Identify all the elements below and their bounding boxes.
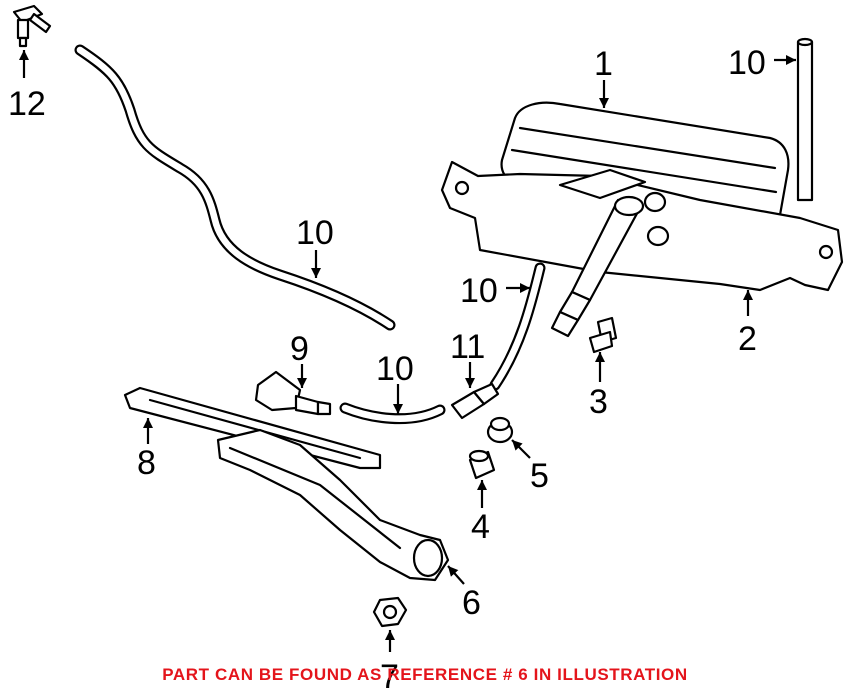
footer-note: PART CAN BE FOUND AS REFERENCE # 6 IN IL… xyxy=(162,665,688,684)
callout-2: 2 xyxy=(738,320,757,358)
callout-12: 12 xyxy=(8,85,46,123)
part-3-bolt xyxy=(588,316,618,354)
callout-arrows xyxy=(19,50,796,652)
callout-10: 10 xyxy=(460,272,498,310)
spindle xyxy=(550,195,645,338)
part-6-wiper-arm xyxy=(216,428,450,582)
callout-9: 9 xyxy=(290,330,309,368)
callout-6: 6 xyxy=(462,584,481,622)
part-7-nut xyxy=(372,596,408,628)
hose-curved xyxy=(489,262,546,391)
part-2-bracket xyxy=(440,160,844,292)
callout-3: 3 xyxy=(589,383,608,421)
part-12-t-connector xyxy=(12,4,52,48)
callout-8: 8 xyxy=(137,444,156,482)
callout-10: 10 xyxy=(296,214,334,252)
part-8-wiper-blade xyxy=(123,386,382,470)
callout-10: 10 xyxy=(728,44,766,82)
callout-labels: 12 1 10 10 10 10 2 9 11 3 8 5 4 6 7 xyxy=(8,44,766,694)
part-9-nozzle xyxy=(254,370,332,416)
part-11-connector xyxy=(450,382,500,420)
hose-long xyxy=(74,44,396,331)
hose-short xyxy=(339,402,446,425)
callout-5: 5 xyxy=(530,457,549,495)
callout-4: 4 xyxy=(471,508,490,546)
part-4-bushing xyxy=(468,449,496,480)
hose-vertical xyxy=(796,37,814,202)
callout-1: 1 xyxy=(594,45,613,83)
callout-7: 7 xyxy=(380,658,399,694)
part-5-grommet xyxy=(486,416,514,444)
callout-11: 11 xyxy=(450,328,485,366)
callout-10: 10 xyxy=(376,350,414,388)
